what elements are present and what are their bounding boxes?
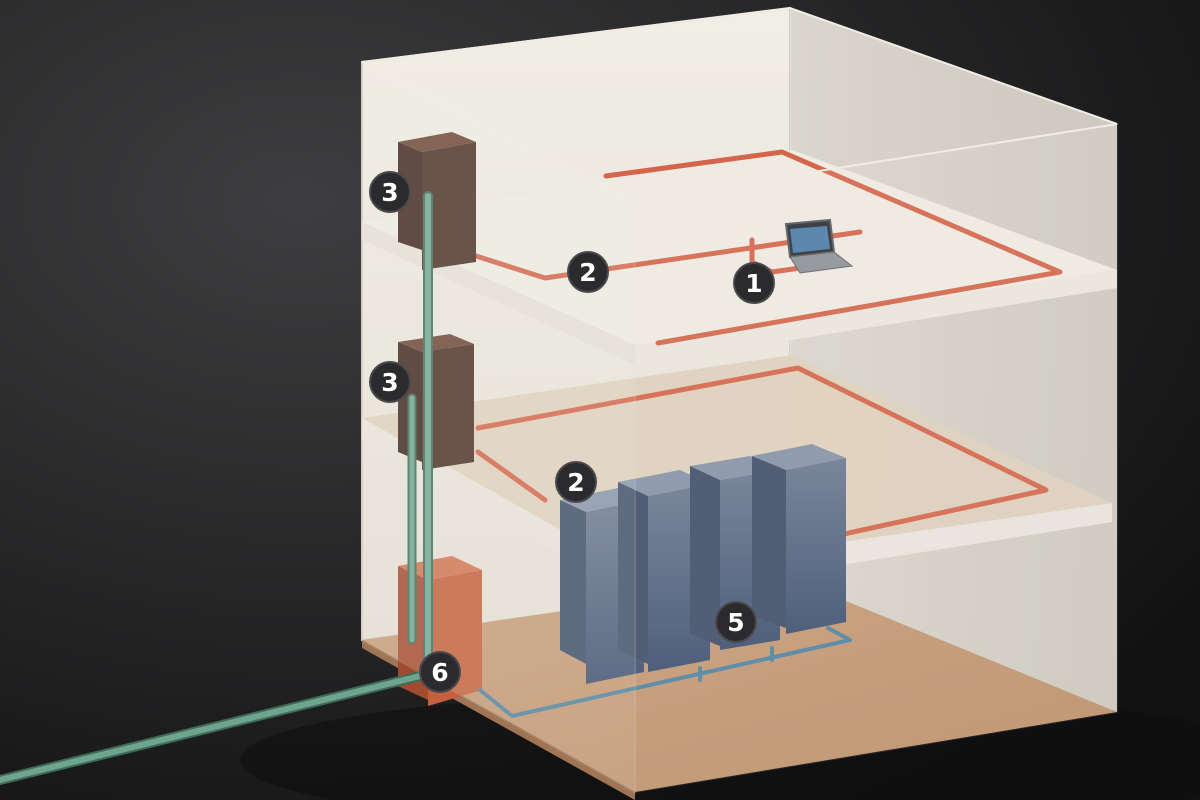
laptop-icon (784, 218, 854, 274)
ground-floor (362, 578, 1117, 792)
right-front-glass (634, 122, 1118, 794)
server-rack-icon (752, 444, 846, 634)
upper-floor-edge-right (635, 270, 1117, 365)
callout-3-upper-label: 3 (381, 178, 398, 207)
callout-1: 1 (733, 262, 775, 304)
callout-5: 5 (715, 601, 757, 643)
callout-2-middle: 2 (555, 461, 597, 503)
callout-1-label: 1 (745, 269, 762, 298)
callout-3-middle-label: 3 (381, 368, 398, 397)
callout-3-upper: 3 (369, 171, 411, 213)
roof-edge (361, 6, 1118, 202)
callout-2-middle-label: 2 (567, 468, 584, 497)
equipment-cabling (478, 626, 852, 718)
callout-2-upper: 2 (567, 251, 609, 293)
callout-6-label: 6 (431, 658, 448, 687)
callout-6: 6 (419, 651, 461, 693)
callout-2-upper-label: 2 (579, 258, 596, 287)
callout-5-label: 5 (727, 608, 744, 637)
callout-3-middle: 3 (369, 361, 411, 403)
